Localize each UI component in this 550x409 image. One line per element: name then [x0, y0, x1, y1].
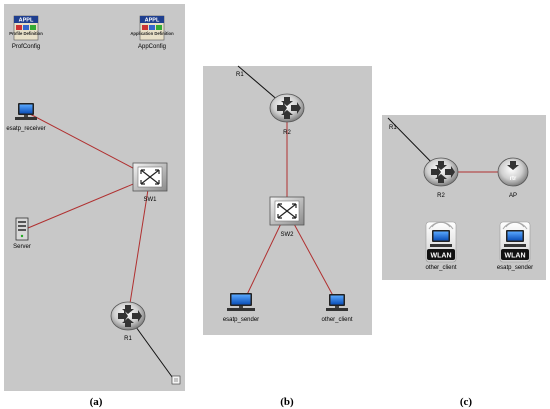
caption-a: (a) [90, 396, 103, 408]
r1-link-label: R1 [236, 72, 244, 78]
sw2-node[interactable]: SW2 [269, 196, 305, 238]
wlan-text-1: WLAN [431, 253, 452, 260]
app-config-label: AppConfig [138, 44, 166, 50]
panel-b: R1 R2 SW2 esatp_sender other_client (b) [203, 65, 372, 408]
caption-c: (c) [460, 396, 473, 408]
sw2-label: SW2 [280, 232, 294, 238]
server-icon [15, 217, 29, 241]
link-sw2-sender [242, 210, 288, 304]
switch-icon [132, 162, 168, 192]
router-icon [110, 301, 146, 331]
r1-label: R1 [124, 336, 132, 342]
ap-label: AP [509, 193, 517, 199]
panel-c: R1 R2 rtr AP WLAN other_client WLAN esat… [382, 115, 546, 408]
server-label: Server [13, 244, 31, 250]
profile-config-tag: APPL [19, 18, 34, 24]
computer-icon [326, 294, 348, 311]
other-client-node[interactable]: WLAN other_client [425, 221, 457, 271]
link-sw2-client [286, 210, 338, 304]
access-point-icon [497, 157, 529, 187]
sender-c-node[interactable]: WLAN esatp_sender [497, 221, 533, 271]
app-config-sub: Application Definition [130, 31, 174, 36]
link-server-sw1 [27, 176, 151, 229]
sender-c-label: esatp_sender [497, 265, 533, 271]
router-icon [269, 93, 305, 123]
computer-icon [227, 293, 255, 311]
server-node[interactable]: Server [13, 217, 31, 250]
r1-link-label-c: R1 [389, 125, 397, 131]
r1-node[interactable]: R1 [110, 301, 146, 342]
profile-config-sub: Profile Definition [9, 31, 43, 36]
router-icon [423, 157, 459, 187]
app-config-node[interactable]: APPL Application Definition AppConfig [130, 15, 174, 50]
app-config-tag: APPL [145, 18, 160, 24]
r2-label: R2 [283, 130, 291, 136]
sw1-node[interactable]: SW1 [132, 162, 168, 203]
r2c-node[interactable]: R2 [423, 157, 459, 199]
r2c-label: R2 [437, 193, 445, 199]
computer-icon [15, 103, 37, 120]
link-sw1-r1 [127, 176, 151, 317]
profile-config-node[interactable]: APPL Profile Definition ProfConfig [9, 15, 43, 50]
ap-node[interactable]: rtr AP [497, 157, 529, 199]
wlan-text-2: WLAN [505, 253, 526, 260]
ap-text: rtr [510, 176, 517, 182]
receiver-label: esatp_receiver [6, 126, 45, 132]
endpoint-icon [171, 375, 181, 385]
r2-node[interactable]: R2 [269, 93, 305, 136]
sw1-label: SW1 [143, 197, 157, 203]
link-receiver-sw1 [29, 113, 151, 178]
client-label: other_client [321, 317, 352, 323]
link-endpoint [171, 375, 181, 385]
caption-b: (b) [280, 396, 294, 408]
panel-a-background [4, 4, 185, 391]
switch-icon [269, 196, 305, 226]
panel-a: APPL Profile Definition ProfConfig APPL … [4, 4, 185, 408]
receiver-node[interactable]: esatp_receiver [6, 103, 46, 132]
other-client-label: other_client [425, 265, 456, 271]
client-node[interactable]: other_client [321, 294, 353, 323]
sender-label: esatp_sender [223, 317, 259, 323]
profile-config-label: ProfConfig [12, 44, 40, 50]
sender-node[interactable]: esatp_sender [223, 293, 259, 323]
